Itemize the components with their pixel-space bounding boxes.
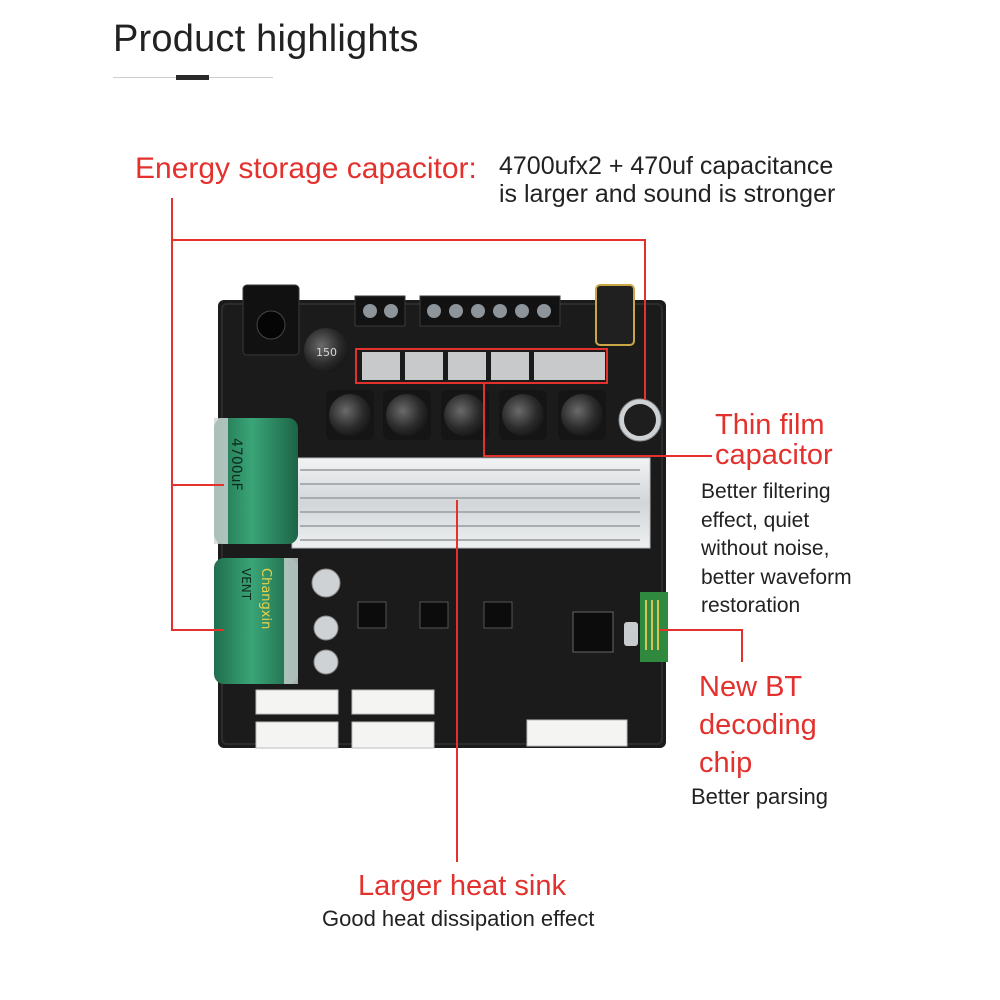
energy-desc-line: is larger and sound is stronger [499, 180, 836, 208]
power-inductors [326, 390, 606, 440]
film-label-line: Thin film [715, 409, 825, 441]
screw-terminals [354, 295, 561, 327]
film-capacitor-description: Better filtering effect, quiet without n… [701, 478, 852, 621]
film-desc-line: Better filtering [701, 480, 831, 503]
film-desc-line: better waveform [701, 565, 852, 589]
energy-capacitor-description: 4700ufx2 + 470uf capacitance is larger a… [499, 152, 835, 208]
svg-text:Changxin: Changxin [258, 568, 273, 629]
page-title: Product highlights [113, 18, 419, 60]
big-capacitor-2: Changxin VENT [214, 558, 298, 684]
svg-text:4700uF: 4700uF [228, 438, 244, 491]
title-underline-accent [176, 75, 209, 80]
film-label-line: capacitor [715, 439, 833, 471]
bt-label-line: decoding [699, 709, 817, 741]
svg-text:150: 150 [316, 346, 337, 359]
connectors [255, 689, 628, 749]
heat-sink-label: Larger heat sink [358, 870, 566, 902]
bt-chip [572, 611, 614, 653]
film-capacitor-label: Thin film capacitor [715, 410, 833, 470]
film-desc-line: restoration [701, 594, 801, 617]
heat-sink [291, 457, 651, 549]
energy-desc-line: 4700ufx2 + 470uf capacitance [499, 152, 834, 180]
film-desc-line: effect, quiet [701, 508, 810, 532]
bt-chip-description: Better parsing [691, 784, 828, 809]
audio-jack [595, 284, 635, 346]
bt-chip-label: New BT decoding chip [699, 668, 817, 782]
heat-sink-description: Good heat dissipation effect [322, 906, 595, 931]
energy-capacitor-label: Energy storage capacitor: [135, 152, 477, 185]
bt-label-line: chip [699, 747, 753, 779]
film-desc-line: without noise, [701, 537, 830, 560]
bt-label-line: New BT [699, 671, 803, 703]
bt-antenna [640, 592, 668, 662]
big-capacitor-1: 4700uF [214, 418, 298, 544]
svg-text:VENT: VENT [239, 568, 253, 601]
film-capacitors [362, 352, 605, 380]
